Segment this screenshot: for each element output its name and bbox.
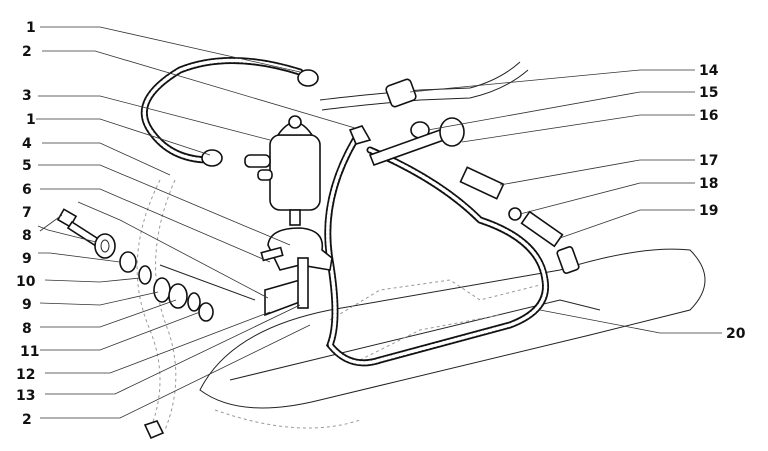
bolt-and-washers [56,208,214,322]
frame-tube-outline [136,179,161,431]
fuel-filter [244,115,321,226]
left-callout-labels: 1 2 3 1 4 5 6 7 8 9 10 9 8 11 12 13 2 [16,20,39,428]
callout-label: 1 [26,20,36,36]
right-callout-labels: 14 15 16 17 18 19 20 [699,63,746,342]
callout-label: 11 [20,344,39,360]
callout-label: 20 [726,326,746,342]
callout-label: 1 [26,112,36,128]
callout-label: 2 [22,412,32,428]
callout-label: 9 [22,251,32,267]
rod [159,264,256,301]
leader-lines [36,26,722,419]
callout-label: 18 [699,176,718,192]
callout-label: 15 [699,85,718,101]
callout-label: 5 [22,158,32,174]
callout-label: 10 [16,274,36,290]
callout-label: 14 [699,63,719,79]
callout-label: 3 [22,88,32,104]
filter-bracket [260,227,333,317]
callout-label: 7 [22,205,32,221]
hose-end [143,420,165,440]
hose-clip-top [297,69,319,87]
callout-label: 9 [22,297,32,313]
callout-label: 4 [22,136,32,152]
callout-label: 6 [22,182,32,198]
callout-label: 8 [22,321,32,337]
callout-label: 8 [22,228,32,244]
fuel-hose-lower [324,136,550,367]
hose-clip-middle [201,149,223,167]
callout-label: 2 [22,44,32,60]
callout-label: 17 [699,153,718,169]
callout-label: 16 [699,108,718,124]
banjo-union [368,78,580,274]
fuel-hose-upper [140,57,304,164]
callout-label: 19 [699,203,718,219]
fuel-tap-tube [319,61,529,111]
callout-label: 12 [16,367,35,383]
hose-clip-right [348,125,372,145]
callout-label: 13 [16,388,35,404]
